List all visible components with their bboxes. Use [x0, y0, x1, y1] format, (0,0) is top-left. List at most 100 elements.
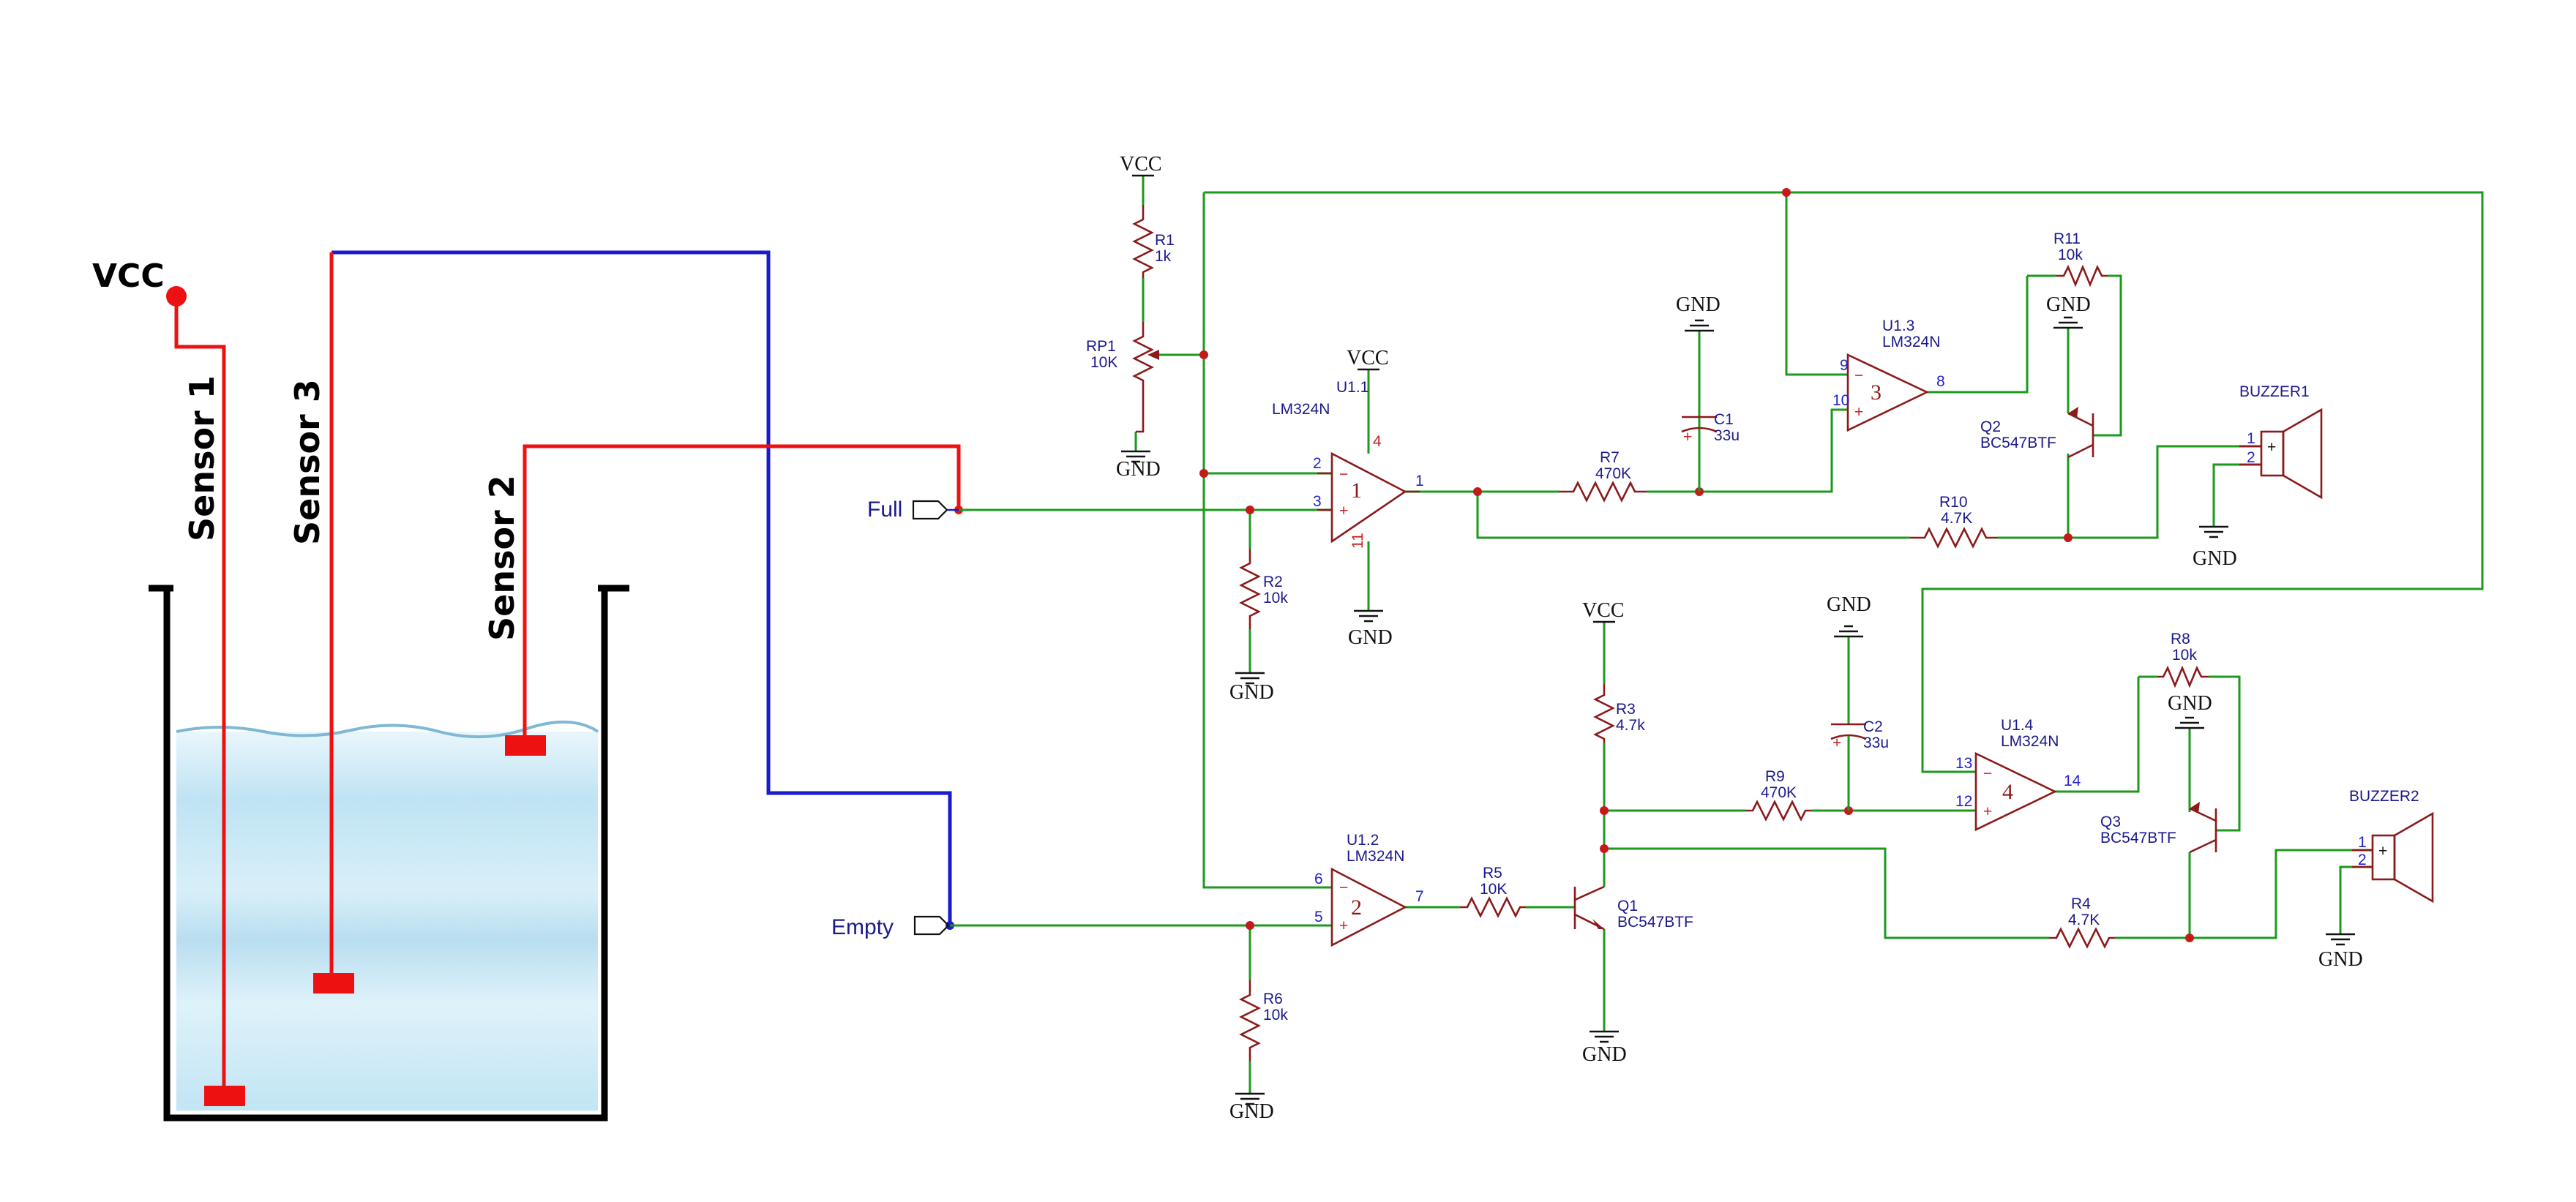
u12-pin-plus: 5 — [1314, 909, 1323, 925]
u14-minus-sign: − — [1983, 765, 1992, 782]
r5-resistor — [1460, 896, 1526, 918]
sensor3-probe — [313, 973, 354, 993]
sensor2-probe — [505, 735, 546, 756]
q2-val: BC547BTF — [1980, 435, 2056, 451]
circuit-wires — [950, 176, 2484, 1094]
water-body — [176, 732, 598, 1111]
vcc-label: VCC — [92, 258, 165, 295]
r3-ref: R3 — [1616, 701, 1636, 718]
r11-val: 10k — [2058, 247, 2083, 263]
r10-val: 4.7K — [1941, 510, 1972, 527]
q1-val: BC547BTF — [1617, 914, 1693, 931]
empty-port-flag — [913, 915, 950, 936]
empty-net-label: Empty — [831, 915, 894, 939]
sensor2-wire — [523, 444, 961, 744]
sensor3-wire — [332, 250, 952, 925]
c1-capacitor — [1681, 331, 1718, 492]
c2-ref: C2 — [1863, 718, 1883, 735]
c1-ref: C1 — [1714, 411, 1734, 428]
gnd-label-buzzer2: GND — [2318, 948, 2363, 971]
full-port-flag — [912, 500, 948, 520]
rp1-val: 10K — [1090, 354, 1117, 371]
buzzer1-ref: BUZZER1 — [2239, 383, 2310, 400]
wire-r10-left — [1476, 492, 1910, 539]
wire-u13-minus — [1785, 192, 1848, 376]
u14-opamp — [1974, 751, 2057, 832]
gnd-label-c2: GND — [1827, 593, 1871, 616]
r3-val: 4.7k — [1616, 717, 1645, 734]
sensor2-label: Sensor 2 — [482, 475, 522, 641]
wire-r8-right — [2209, 675, 2241, 832]
r2-val: 10k — [1263, 590, 1288, 606]
u14-ref: U1.4 — [2001, 717, 2034, 734]
u11-pin-out: 1 — [1415, 473, 1424, 489]
q1-transistor — [1573, 885, 1605, 931]
buzzer2 — [2352, 811, 2434, 904]
u13-minus-sign: − — [1854, 367, 1863, 384]
wire-buzzer1-p1 — [1998, 445, 2261, 539]
u13-val: LM324N — [1882, 334, 1940, 350]
r7-resistor — [1559, 481, 1647, 503]
u14-unit: 4 — [2002, 780, 2013, 804]
full-net-label: Full — [867, 497, 902, 522]
r8-ref: R8 — [2171, 631, 2190, 647]
buzzer1-pin2: 2 — [2247, 449, 2255, 466]
rp1-potentiometer — [1132, 322, 1154, 433]
r3-resistor — [1593, 684, 1615, 743]
q3-val: BC547BTF — [2100, 830, 2176, 846]
u13-plus-sign: + — [1854, 404, 1863, 421]
r8-resistor — [2157, 665, 2209, 688]
buzzer1-pin1: 1 — [2247, 430, 2255, 447]
gnd-symbols — [1121, 316, 2355, 1105]
r6-ref: R6 — [1263, 991, 1283, 1007]
u14-plus-sign: + — [1983, 803, 1992, 820]
vcc-label-r3: VCC — [1582, 599, 1625, 622]
u12-plus-sign: + — [1339, 917, 1348, 934]
q2-ref: Q2 — [1980, 418, 2001, 435]
gnd-label-q1: GND — [1582, 1043, 1627, 1066]
u13-pin-out: 8 — [1936, 373, 1945, 390]
rp1-ref: RP1 — [1086, 338, 1116, 355]
vcc-symbols — [1132, 174, 1615, 623]
u11-minus-sign: − — [1339, 466, 1348, 483]
c2-capacitor — [1830, 636, 1867, 811]
r2-ref: R2 — [1263, 574, 1283, 590]
r9-ref: R9 — [1765, 768, 1785, 785]
sensor3-label: Sensor 3 — [288, 379, 327, 545]
r6-resistor — [1239, 980, 1261, 1061]
u11-pin-minus: 2 — [1313, 455, 1322, 472]
gnd-label-c1: GND — [1676, 293, 1721, 316]
gnd-label-r2: GND — [1229, 681, 1274, 704]
r1-ref: R1 — [1155, 232, 1175, 249]
r2-resistor — [1239, 549, 1261, 629]
q2-transistor — [2067, 407, 2094, 459]
gnd-label-q2: GND — [2046, 293, 2091, 316]
sensor1-label: Sensor 1 — [182, 375, 222, 541]
buzzer2-plus: + — [2378, 843, 2387, 860]
q3-transistor — [2189, 802, 2217, 854]
u14-pin-out: 14 — [2064, 773, 2081, 789]
c1-plus: + — [1683, 429, 1692, 446]
gnd-label-q3: GND — [2168, 692, 2212, 715]
wire-r4-left — [1604, 847, 2049, 939]
r1-resistor — [1132, 205, 1154, 278]
u12-minus-sign: − — [1339, 879, 1348, 896]
gnd-label-buzzer1: GND — [2193, 547, 2237, 570]
u12-val: LM324N — [1347, 848, 1404, 865]
r4-ref: R4 — [2071, 895, 2091, 912]
r9-val: 470K — [1761, 784, 1797, 801]
u11-plus-sign: + — [1339, 503, 1348, 519]
r4-resistor — [2049, 927, 2115, 949]
u12-ref: U1.2 — [1347, 832, 1379, 849]
rp1-wiper-arrow — [1147, 350, 1159, 360]
r11-resistor — [2056, 264, 2108, 288]
u11-pin-vcc: 4 — [1373, 433, 1382, 450]
wire-ref-drop — [1202, 192, 1332, 889]
u13-pin-minus: 9 — [1840, 357, 1849, 374]
u11-pin-plus: 3 — [1313, 493, 1322, 510]
u12-pin-minus: 6 — [1314, 871, 1323, 887]
u13-opamp — [1846, 353, 1930, 432]
vcc-label-r1: VCC — [1120, 153, 1162, 176]
gnd-label-rp1: GND — [1116, 458, 1161, 481]
